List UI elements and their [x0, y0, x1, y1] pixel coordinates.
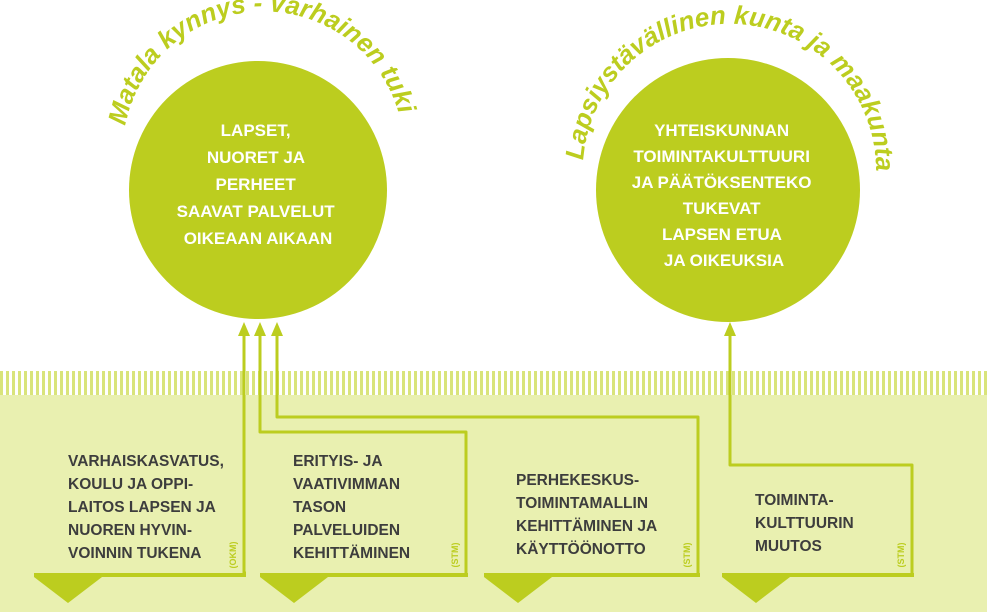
project-text-4: TOIMINTA- KULTTUURIN MUUTOS: [755, 492, 858, 555]
goal-line: YHTEISKUNNAN: [654, 121, 789, 140]
project-pointer-2: [260, 577, 328, 603]
connector-line-4: [728, 333, 914, 573]
goal-circle-left: [129, 61, 387, 319]
project-line: PERHEKESKUS-: [516, 472, 639, 489]
goal-line: SAAVAT PALVELUT: [177, 202, 336, 221]
goal-line: PERHEET: [215, 175, 296, 194]
goal-text-left: LAPSET, NUORET JA PERHEET SAAVAT PALVELU…: [177, 121, 340, 248]
stripe-border: [0, 371, 987, 395]
project-text-3: PERHEKESKUS- TOIMINTAMALLIN KEHITTÄMINEN…: [516, 472, 661, 558]
project-line: TOIMINTA-: [755, 492, 834, 509]
goal-line: TUKEVAT: [683, 199, 761, 218]
project-line: PALVELUIDEN: [293, 522, 400, 539]
ministry-tag-2: (STM): [450, 543, 460, 568]
project-line: ERITYIS- JA: [293, 453, 382, 470]
project-line: NUOREN HYVIN-: [68, 522, 192, 539]
project-line: LAITOS LAPSEN JA: [68, 499, 216, 516]
project-pointer-3: [484, 577, 552, 603]
goal-text-right: YHTEISKUNNAN TOIMINTAKULTTUURI JA PÄÄTÖK…: [632, 121, 817, 270]
project-base-3: [484, 573, 700, 577]
connector-line-2: [258, 333, 468, 573]
project-line: MUUTOS: [755, 538, 822, 555]
goal-line: LAPSET,: [221, 121, 291, 140]
project-line: VOINNIN TUKENA: [68, 545, 201, 562]
project-base-1: [34, 573, 246, 577]
goal-line: OIKEAAN AIKAAN: [184, 229, 333, 248]
project-line: KULTTUURIN: [755, 515, 854, 532]
goal-circle-right: [596, 58, 860, 322]
arrowhead-1: [238, 322, 250, 336]
ministry-tag-4: (STM): [896, 543, 906, 568]
project-line: KÄYTTÖÖNOTTO: [516, 541, 646, 558]
project-text-2: ERITYIS- JA VAATIVIMMAN TASON PALVELUIDE…: [293, 453, 410, 562]
goal-line: JA OIKEUKSIA: [664, 251, 784, 270]
project-pointer-1: [34, 577, 102, 603]
project-line: TASON: [293, 499, 346, 516]
project-line: KEHITTÄMINEN JA: [516, 518, 657, 535]
ministry-tag-3: (STM): [682, 543, 692, 568]
goal-line: NUORET JA: [207, 148, 305, 167]
project-line: VAATIVIMMAN: [293, 476, 400, 493]
arrowhead-2: [254, 322, 266, 336]
project-base-2: [260, 573, 468, 577]
project-line: KOULU JA OPPI-: [68, 476, 193, 493]
goal-line: LAPSEN ETUA: [662, 225, 782, 244]
ministry-tag-1: (OKM): [228, 542, 238, 569]
arrowhead-3: [271, 322, 283, 336]
goal-line: JA PÄÄTÖKSENTEKO: [632, 173, 812, 192]
project-pointer-4: [722, 577, 790, 603]
project-line: KEHITTÄMINEN: [293, 545, 410, 562]
arrowhead-4: [724, 322, 736, 336]
goal-line: TOIMINTAKULTTUURI: [633, 147, 810, 166]
project-line: TOIMINTAMALLIN: [516, 495, 648, 512]
connector-line-3: [275, 333, 700, 573]
project-text-1: VARHAISKASVATUS, KOULU JA OPPI- LAITOS L…: [68, 453, 228, 562]
project-base-4: [722, 573, 914, 577]
project-line: VARHAISKASVATUS,: [68, 453, 224, 470]
